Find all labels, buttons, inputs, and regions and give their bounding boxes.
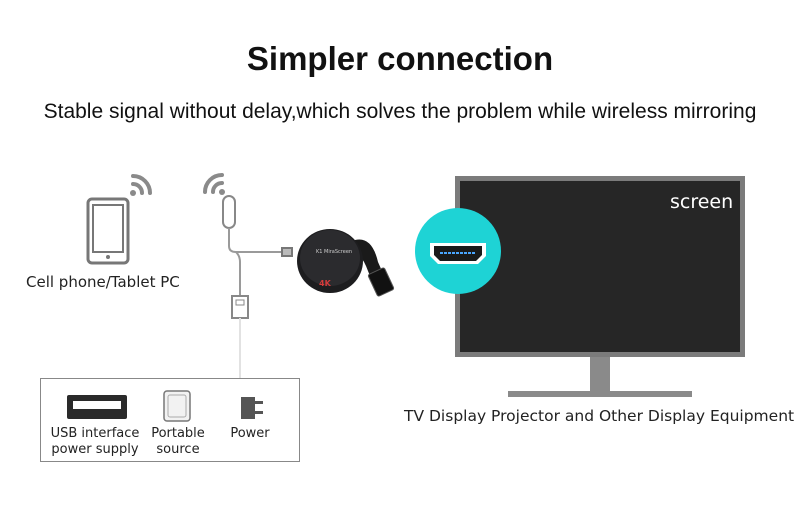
- wireless-dongle: K1 MiraScreen 4K: [297, 229, 395, 297]
- usb-power-label: USB interface power supply: [50, 426, 140, 457]
- power-option-icons: [67, 390, 263, 422]
- power-options-box: USB interface power supply Portable sour…: [40, 378, 300, 462]
- wifi-signal-icon: [203, 173, 225, 195]
- tv-display: [455, 176, 745, 397]
- source-device-label: Cell phone/Tablet PC: [26, 273, 180, 291]
- display-equipment-label: TV Display Projector and Other Display E…: [404, 407, 795, 425]
- power-adapter-icon: [241, 397, 263, 419]
- hdmi-port-icon: [415, 208, 501, 294]
- wifi-signal-icon: [130, 174, 152, 196]
- portable-source-label: Portable source: [151, 426, 205, 457]
- page-subtitle: Stable signal without delay,which solves…: [43, 100, 757, 123]
- svg-text:K1 MiraScreen: K1 MiraScreen: [316, 249, 352, 255]
- power-bank-icon: [163, 390, 191, 422]
- screen-text: screen: [670, 191, 734, 213]
- tablet-icon: [86, 197, 130, 265]
- usb-port-icon: [67, 395, 127, 419]
- power-label: Power: [230, 426, 270, 441]
- antenna-cable: [222, 195, 293, 319]
- svg-text:4K: 4K: [319, 279, 332, 288]
- page-title: Simpler connection: [246, 40, 554, 77]
